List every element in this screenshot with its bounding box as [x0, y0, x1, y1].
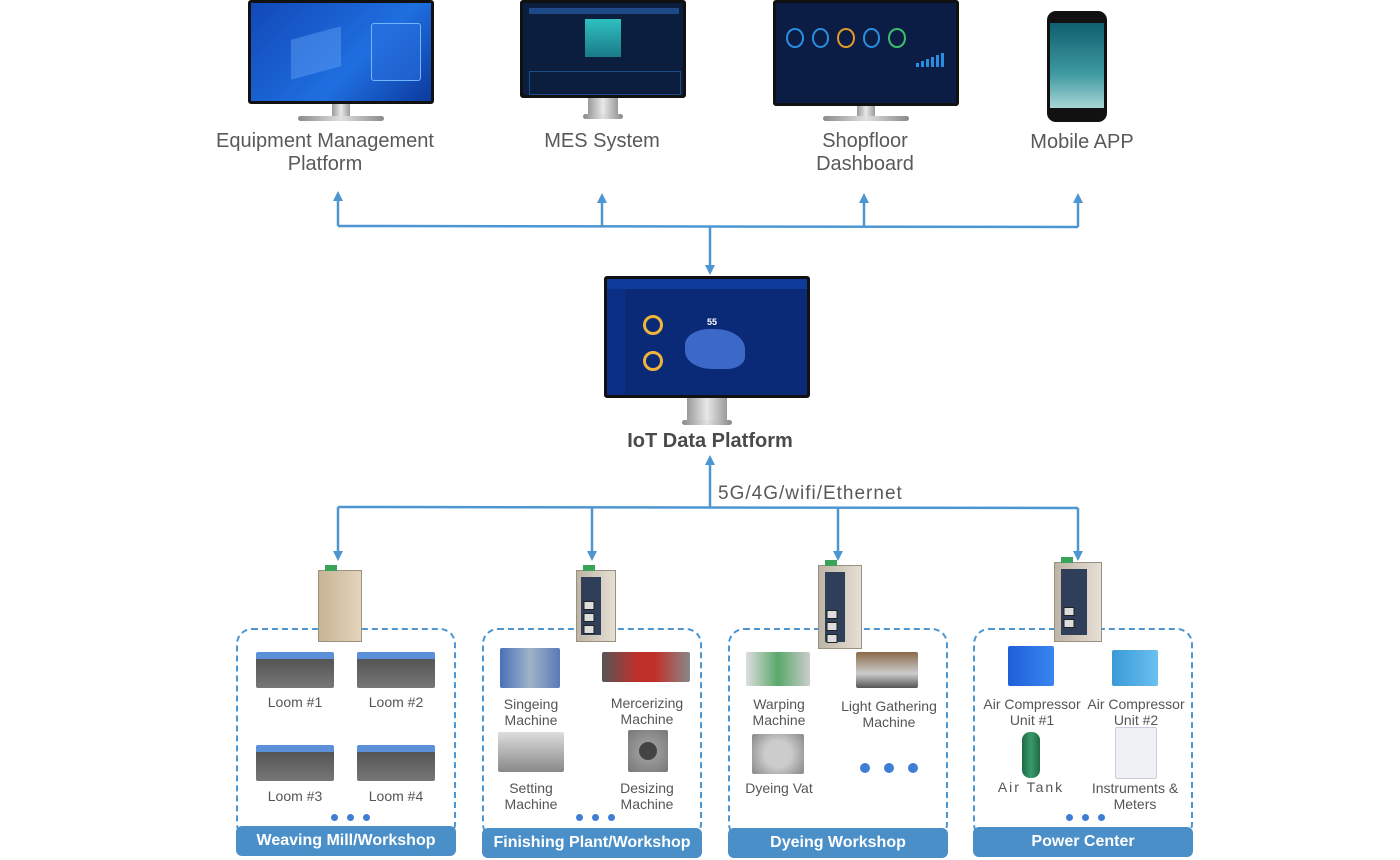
login-panel: [371, 23, 421, 81]
workshop-title-power: Power Center: [973, 827, 1193, 857]
map-count: 55: [707, 317, 718, 327]
gateway-device-dyeing: [818, 560, 862, 649]
gateway-device-weaving: [318, 565, 362, 642]
item-label: Loom #1: [267, 694, 323, 710]
item-label: Desizing Machine: [596, 780, 698, 812]
mes-data-table: [529, 71, 681, 95]
item-text: Instruments & Meters: [1091, 780, 1179, 812]
air-tank-image: [1022, 732, 1040, 778]
china-map: [685, 329, 745, 369]
item-label: Warping Machine: [735, 696, 823, 728]
iot-header: [607, 279, 807, 289]
singeing-machine-image: [500, 648, 560, 688]
donut-chart: [643, 351, 663, 371]
gateway-device-finishing: [576, 565, 616, 642]
iot-platform-label: IoT Data Platform: [627, 430, 793, 452]
gauge-row: [786, 28, 906, 48]
more-dots: [860, 763, 918, 773]
more-dots: [331, 814, 370, 821]
item-label: Loom #3: [267, 788, 323, 804]
label-equipment-platform: Equipment Management Platform: [200, 130, 450, 176]
warping-machine-image: [746, 652, 810, 686]
iot-platform-monitor: 55: [604, 276, 810, 426]
item-label: Dyeing Vat: [745, 780, 813, 796]
item-label: Mercerizing Machine: [596, 695, 698, 727]
meter-image: [1115, 727, 1157, 779]
item-label: Loom #4: [368, 788, 424, 804]
label-line: MES System: [544, 130, 660, 152]
light-gathering-machine-image: [856, 652, 918, 688]
bar-graphic: [916, 53, 952, 67]
donut-chart: [643, 315, 663, 335]
iot-sidebar: [607, 289, 625, 395]
more-dots: [576, 814, 615, 821]
mes-tabbar: [529, 8, 679, 14]
item-label: Air Compressor Unit #2: [1082, 696, 1190, 728]
item-label: Air Compressor Unit #1: [978, 696, 1086, 728]
item-text: Setting Machine: [504, 780, 558, 812]
dashboard-monitor: [773, 0, 959, 122]
network-label: 5G/4G/wifi/Ethernet: [718, 483, 903, 504]
mes-monitor: [520, 0, 686, 122]
item-label: Setting Machine: [485, 780, 577, 812]
loom-image: [256, 745, 334, 781]
isometric-graphic: [291, 26, 341, 80]
gateway-device-power: [1054, 557, 1102, 642]
equipment-platform-monitor: [248, 0, 434, 122]
machine-3d-graphic: [585, 19, 621, 57]
item-text: Air Compressor Unit #2: [1087, 696, 1185, 728]
workshop-title-finishing: Finishing Plant/Workshop: [482, 828, 702, 858]
label-mes: MES System: [502, 130, 702, 153]
air-compressor-1-image: [1008, 646, 1054, 686]
item-label: Light Gathering Machine: [836, 698, 942, 730]
loom-image: [357, 652, 435, 688]
loom-image: [357, 745, 435, 781]
desizing-machine-image: [628, 730, 668, 772]
item-text: Light Gathering Machine: [841, 698, 937, 730]
loom-image: [256, 652, 334, 688]
item-text: Desizing Machine: [620, 780, 674, 812]
label-line: Platform: [287, 153, 363, 175]
item-label: Instruments & Meters: [1088, 780, 1182, 812]
air-compressor-2-image: [1112, 650, 1158, 686]
bottom-bus-line: [337, 505, 1079, 510]
label-line: Mobile APP: [1030, 131, 1134, 153]
top-bus-line: [337, 224, 1079, 229]
label-line: Equipment Management: [216, 130, 434, 152]
item-text: Warping Machine: [752, 696, 806, 728]
item-text: Singeing Machine: [503, 696, 559, 728]
item-text: Mercerizing Machine: [610, 695, 684, 727]
label-line: Shopfloor: [822, 130, 908, 152]
dyeing-vat-image: [752, 734, 804, 774]
item-text: Air Compressor Unit #1: [983, 696, 1081, 728]
more-dots: [1066, 814, 1105, 821]
workshop-title-weaving: Weaving Mill/Workshop: [236, 826, 456, 856]
workshop-title-dyeing: Dyeing Workshop: [728, 828, 948, 858]
item-label: Air Tank: [997, 779, 1065, 795]
mobile-phone: [1047, 11, 1107, 122]
label-dashboard: Shopfloor Dashboard: [765, 130, 965, 176]
label-line: Dashboard: [816, 153, 914, 175]
label-mobile: Mobile APP: [982, 131, 1182, 154]
item-label: Singeing Machine: [485, 696, 577, 728]
item-label: Loom #2: [368, 694, 424, 710]
setting-machine-image: [498, 732, 564, 772]
mercerizing-machine-image: [602, 652, 690, 682]
